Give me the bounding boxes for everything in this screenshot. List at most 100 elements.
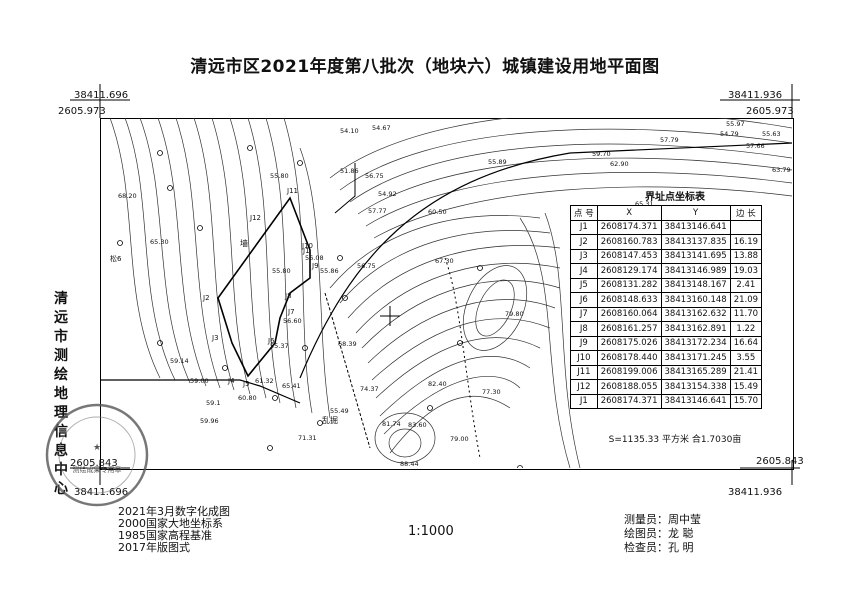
elevation-label: 59.14 — [170, 357, 189, 365]
corner-bottom-right-y: 38411.936 — [728, 487, 783, 498]
footer-line-datum: 1985国家高程基准 — [118, 529, 212, 542]
elevation-label: 55.86 — [320, 267, 339, 275]
side-label-char: 息 — [54, 443, 68, 459]
cell-point: J12 — [570, 379, 598, 395]
cell-y: 38413146.641 — [660, 393, 731, 409]
cell-edge: 11.70 — [729, 306, 763, 322]
elevation-label: 68.20 — [118, 192, 137, 200]
cell-edge: 3.55 — [729, 350, 763, 366]
cell-edge: 19.03 — [729, 263, 763, 279]
checker: 检查员：孔 明 — [624, 541, 694, 554]
footer-line-crs: 2000国家大地坐标系 — [118, 517, 223, 530]
elevation-label: 55.80 — [272, 267, 291, 275]
cell-point: J9 — [570, 335, 598, 351]
elevation-label: 57.77 — [368, 207, 387, 215]
elevation-label: 56.60 — [283, 317, 302, 325]
cell-point: J10 — [570, 350, 598, 366]
cell-y: 38413154.338 — [660, 379, 731, 395]
elevation-label: 61.32 — [255, 377, 274, 385]
elevation-label: 81.74 — [382, 420, 401, 428]
map-frame — [100, 118, 794, 470]
contour-lines-west — [109, 118, 331, 419]
parcel-point-label: J1 — [302, 247, 310, 255]
cell-y: 38413141.695 — [660, 248, 731, 264]
svg-text:★: ★ — [93, 443, 101, 453]
grid-cross-mark — [380, 306, 400, 326]
drafter: 绘图员：龙 聪 — [624, 527, 694, 540]
cell-point: J1 — [570, 393, 598, 409]
cell-y: 38413162.891 — [660, 321, 731, 337]
cell-point: J3 — [570, 248, 598, 264]
elevation-label: 55.89 — [488, 158, 507, 166]
elevation-label: 59.70 — [592, 150, 611, 158]
cell-point: J7 — [570, 306, 598, 322]
place-label: 墙 — [240, 238, 248, 248]
surveyor: 测量员：周中莹 — [624, 513, 701, 526]
cell-x: 2608178.440 — [596, 350, 662, 366]
survey-points — [117, 145, 523, 468]
cell-edge: 21.41 — [729, 364, 763, 380]
corner-top-right-y: 38411.936 — [728, 90, 783, 101]
elevation-label: 59.00 — [190, 377, 209, 385]
header-x: X — [596, 205, 662, 221]
elevation-label: 88.44 — [400, 460, 419, 468]
elevation-label: 54.79 — [720, 130, 739, 138]
elevation-label: 65.41 — [282, 382, 301, 390]
cell-point: J1 — [570, 219, 598, 235]
wall-line — [334, 163, 356, 214]
cell-y: 38413137.835 — [660, 234, 731, 250]
place-label: 乱掘 — [322, 415, 338, 425]
elevation-label: 51.86 — [340, 167, 359, 175]
elevation-label: 82.40 — [428, 380, 447, 388]
official-seal: ★ 测绘成果专用章 — [45, 403, 149, 507]
cell-y: 38413162.632 — [660, 306, 731, 322]
elevation-label: 56.75 — [357, 262, 376, 270]
place-label: 松6 — [110, 254, 122, 263]
corner-bottom-left-x: 2605.843 — [70, 458, 118, 469]
elevation-label: 62.90 — [610, 160, 629, 168]
side-label-char: 地 — [54, 386, 68, 402]
cell-y: 38413160.148 — [660, 292, 731, 308]
parcel-point-label: J6 — [267, 337, 275, 345]
cell-x: 2608129.174 — [596, 263, 662, 279]
cell-y: 38413146.641 — [660, 219, 731, 235]
elevation-label: 57.79 — [660, 136, 679, 144]
staff-block: 测量员：周中莹 绘图员：龙 聪 检查员：孔 明 — [624, 513, 701, 555]
elevation-label: 65.31 — [635, 200, 654, 208]
cell-x: 2608160.783 — [596, 234, 662, 250]
side-label-char: 绘 — [54, 367, 68, 383]
cell-edge: 1.22 — [729, 321, 763, 337]
elevation-label: 57.66 — [746, 142, 765, 150]
elevation-label: 55.49 — [330, 407, 349, 415]
elevation-label: 79.00 — [450, 435, 469, 443]
parcel-boundary — [217, 196, 311, 378]
cell-edge: 15.70 — [729, 393, 763, 409]
footer-line-spec: 2017年版图式 — [118, 541, 190, 554]
cell-edge: 16.64 — [729, 335, 763, 351]
elevation-label: 54.92 — [378, 190, 397, 198]
elevation-label: 71.31 — [298, 434, 317, 442]
cell-y: 38413165.289 — [660, 364, 731, 380]
parcel-point-label: J10 — [301, 242, 313, 250]
header-point: 点 号 — [570, 205, 598, 221]
cell-y: 38413146.989 — [660, 263, 731, 279]
cell-x: 2608175.026 — [596, 335, 662, 351]
parcel-point-label: J3 — [211, 334, 219, 342]
elevation-label: 55.63 — [762, 130, 781, 138]
road-line-north — [299, 142, 792, 379]
cell-edge: 16.19 — [729, 234, 763, 250]
elevation-label: 65.30 — [150, 238, 169, 246]
elevation-label: 74.37 — [360, 385, 379, 393]
elevation-label: 59.1 — [206, 399, 220, 407]
elevation-label: 60.50 — [428, 208, 447, 216]
cell-x: 2608160.064 — [596, 306, 662, 322]
parcel-point-label: J4 — [227, 377, 235, 385]
corner-top-left-y: 38411.696 — [74, 90, 129, 101]
